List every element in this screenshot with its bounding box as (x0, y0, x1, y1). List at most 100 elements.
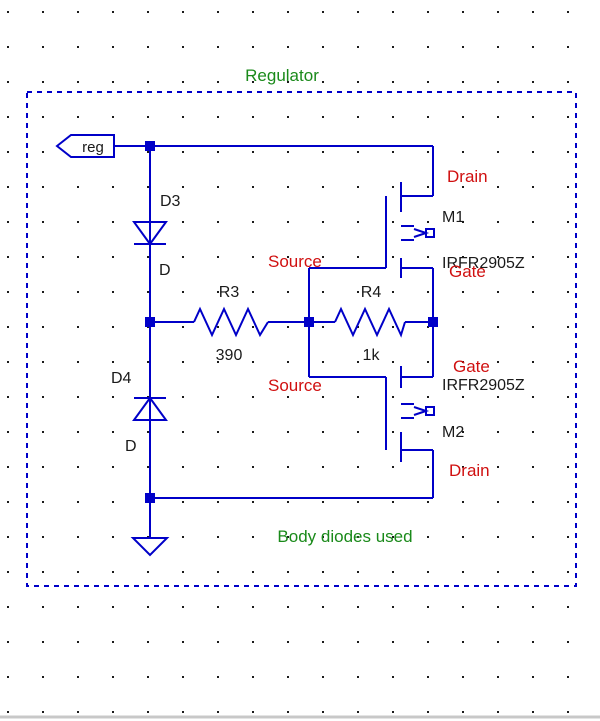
grid-dot (42, 466, 44, 468)
grid-dot (42, 291, 44, 293)
grid-dot (147, 571, 149, 573)
grid-dot (77, 186, 79, 188)
grid-dot (147, 81, 149, 83)
grid-dot (217, 81, 219, 83)
mosfet-m2[interactable] (385, 366, 435, 462)
m1-drain-annotation: Drain (447, 167, 488, 186)
grid-dot (182, 431, 184, 433)
grid-dot (287, 186, 289, 188)
resistor-r4[interactable]: R4 1k (334, 284, 406, 364)
grid-dot (182, 151, 184, 153)
grid-dot (427, 221, 429, 223)
grid-dot (182, 186, 184, 188)
grid-dot (147, 46, 149, 48)
grid-dot (7, 676, 9, 678)
grid-dot (42, 676, 44, 678)
grid-dot (427, 466, 429, 468)
grid-dot (42, 326, 44, 328)
grid-dot (42, 221, 44, 223)
diode-d3[interactable]: D3 D (132, 193, 181, 279)
grid-dot (147, 151, 149, 153)
grid-dot (42, 361, 44, 363)
reg-port-shape (55, 134, 115, 158)
grid-dot (567, 641, 569, 643)
m1-source-annotation: Source (268, 252, 322, 271)
grid-dot (217, 11, 219, 13)
grid-dot (322, 466, 324, 468)
grid-dot (462, 221, 464, 223)
grid-dot (77, 431, 79, 433)
m1-part: IRFR2905Z (442, 255, 525, 272)
reg-net-port[interactable]: reg (55, 134, 115, 158)
grid-dot (217, 711, 219, 713)
grid-dot (287, 676, 289, 678)
grid-dot (462, 116, 464, 118)
grid-dot (392, 116, 394, 118)
grid-dot (42, 11, 44, 13)
grid-dot (567, 186, 569, 188)
grid-dot (567, 396, 569, 398)
grid-dot (462, 81, 464, 83)
grid-dot (112, 466, 114, 468)
junction-reg (145, 141, 155, 151)
grid-dot (322, 256, 324, 258)
grid-dot (182, 711, 184, 713)
grid-dot (287, 151, 289, 153)
grid-dot (322, 81, 324, 83)
grid-dot (497, 46, 499, 48)
grid-dot (147, 291, 149, 293)
grid-dot (532, 11, 534, 13)
grid-dot (427, 676, 429, 678)
grid-dot (427, 501, 429, 503)
grid-dot (392, 431, 394, 433)
grid-dot (287, 291, 289, 293)
grid-dot (392, 81, 394, 83)
grid-dot (77, 326, 79, 328)
grid-dot (287, 46, 289, 48)
grid-dot (567, 606, 569, 608)
grid-dot (147, 186, 149, 188)
resistor-r3[interactable]: R3 390 (193, 284, 269, 364)
grid-dot (42, 536, 44, 538)
grid-dot (287, 256, 289, 258)
grid-dot (77, 46, 79, 48)
grid-dot (322, 221, 324, 223)
grid-dot (462, 501, 464, 503)
grid-dot (182, 571, 184, 573)
mosfet-m1[interactable] (385, 182, 435, 278)
grid-dot (427, 46, 429, 48)
grid-dot (497, 536, 499, 538)
grid-dot (112, 116, 114, 118)
r3-label: R3 (219, 284, 240, 301)
grid-dot (182, 361, 184, 363)
grid-dot (322, 46, 324, 48)
grid-dot (252, 396, 254, 398)
grid-dot (497, 396, 499, 398)
grid-dot (497, 221, 499, 223)
grid-dot (427, 256, 429, 258)
grid-dot (497, 81, 499, 83)
grid-dot (392, 186, 394, 188)
grid-dot (287, 571, 289, 573)
diode-d4[interactable]: D4 D (111, 370, 168, 455)
ground-symbol[interactable] (130, 537, 170, 557)
grid-dot (322, 11, 324, 13)
grid-dot (497, 606, 499, 608)
grid-dot (112, 186, 114, 188)
grid-dot (77, 291, 79, 293)
grid-dot (567, 151, 569, 153)
grid-dot (567, 676, 569, 678)
grid-dot (532, 186, 534, 188)
grid-dot (532, 571, 534, 573)
grid-dot (462, 641, 464, 643)
grid-dot (147, 606, 149, 608)
grid-dot (532, 326, 534, 328)
grid-dot (357, 326, 359, 328)
grid-dot (462, 361, 464, 363)
grid-dot (252, 151, 254, 153)
grid-dot (567, 501, 569, 503)
grid-dot (182, 536, 184, 538)
grid-dot (42, 81, 44, 83)
grid-dot (392, 536, 394, 538)
grid-dot (322, 571, 324, 573)
